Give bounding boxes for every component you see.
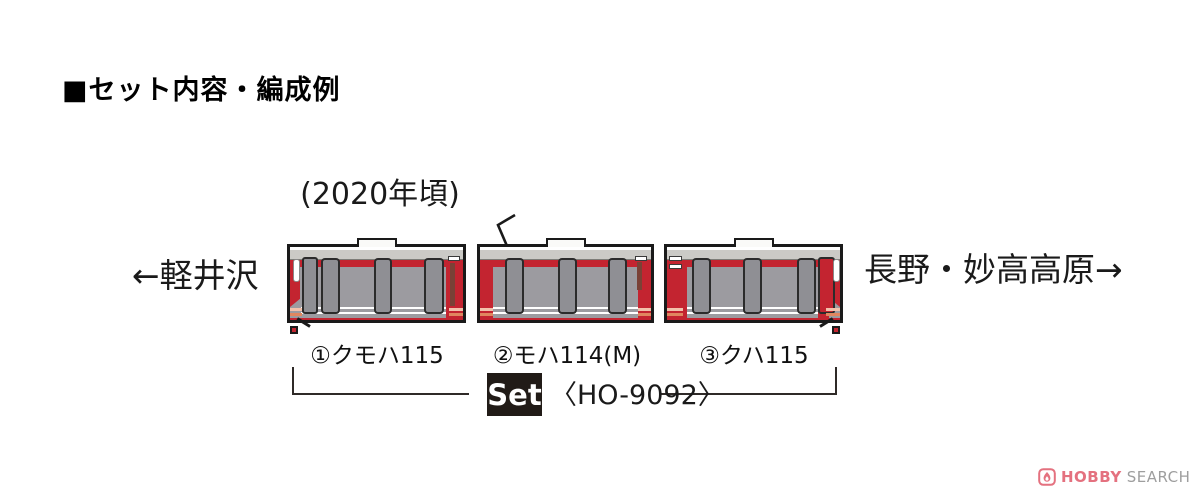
hobby-search-watermark: HOBBY SEARCH — [1038, 468, 1190, 486]
watermark-brand2: SEARCH — [1126, 468, 1191, 486]
set-badge: Set — [487, 373, 542, 416]
passenger-door — [797, 258, 816, 314]
roof-vent-icon — [356, 238, 397, 247]
formation-bracket — [659, 393, 837, 395]
product-code: 〈HO-9092〉 — [550, 380, 725, 411]
end-stripe — [480, 308, 493, 311]
cab-window — [293, 259, 300, 282]
end-stripe — [480, 313, 493, 316]
car-label-2: ②モハ114(M) — [492, 343, 642, 369]
cab-door — [302, 257, 318, 314]
train-car-kuha115 — [664, 238, 843, 334]
roof-vent-icon — [733, 238, 774, 247]
passenger-door — [692, 258, 711, 314]
cab-window — [833, 259, 840, 282]
passenger-door — [608, 258, 627, 314]
end-stripe — [667, 313, 683, 316]
end-stripe — [667, 308, 683, 311]
door-pocket-stripe — [637, 262, 642, 290]
end-stripe — [449, 308, 463, 311]
pantograph-icon — [496, 213, 516, 247]
passenger-door — [743, 258, 762, 314]
destination-sign — [448, 256, 460, 261]
section-heading: ■セット内容・編成例 — [62, 75, 341, 106]
car-label-3: ③クハ115 — [699, 343, 809, 369]
body-pinstripe — [300, 307, 446, 309]
end-stripe — [449, 313, 463, 316]
destination-sign — [635, 256, 647, 261]
formation-bracket — [835, 367, 837, 395]
passenger-door — [321, 258, 340, 314]
destination-right: 長野・妙高高原→ — [864, 250, 1123, 289]
roof-stripe — [480, 247, 651, 250]
roof-stripe — [667, 247, 840, 250]
watermark-brand: HOBBY — [1061, 468, 1122, 486]
coupler — [296, 317, 311, 328]
end-stripe — [638, 313, 651, 316]
end-stripe — [290, 313, 302, 316]
body-pinstripe — [300, 312, 446, 314]
roof-vent-icon — [545, 238, 586, 247]
end-stripe — [826, 308, 840, 311]
formation-bracket — [292, 367, 294, 395]
door-pocket-stripe — [450, 263, 455, 306]
coupler-head — [290, 326, 298, 334]
flame-logo-icon — [1038, 468, 1056, 486]
passenger-door — [505, 258, 524, 314]
car-label-1: ①クモハ115 — [310, 343, 444, 369]
destination-left: ←軽井沢 — [132, 256, 259, 295]
passenger-door — [374, 258, 392, 314]
passenger-door — [558, 258, 577, 314]
formation-bracket — [292, 393, 469, 395]
passenger-door — [424, 258, 444, 314]
coupler-head — [832, 326, 840, 334]
train-car-kumoha115 — [287, 238, 466, 334]
era-note: (2020年頃) — [300, 177, 460, 212]
train-car-moha114 — [477, 213, 654, 323]
roof-stripe — [290, 247, 463, 250]
end-stripe — [826, 313, 840, 316]
end-stripe — [290, 308, 302, 311]
destination-sign — [669, 256, 682, 261]
destination-sign — [669, 264, 682, 269]
end-stripe — [638, 308, 651, 311]
